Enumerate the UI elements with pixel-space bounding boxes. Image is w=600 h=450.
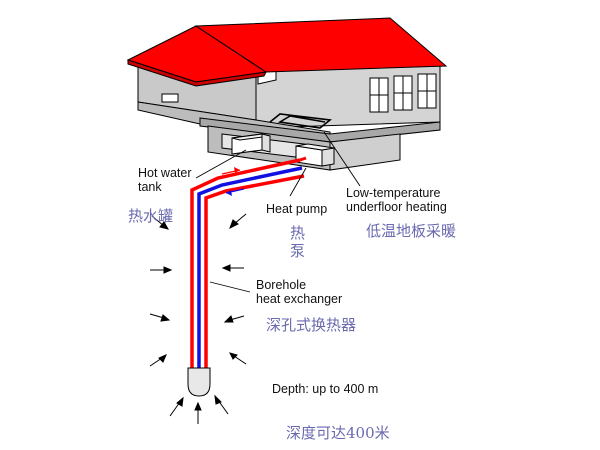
pipe-hot — [190, 158, 301, 372]
label-borehole: Borehole heat exchanger — [256, 278, 342, 306]
attic-box — [161, 93, 179, 103]
ground-heat-arrows — [149, 213, 247, 424]
borehole-bottom-cap — [187, 367, 211, 397]
pipe-cold — [197, 166, 303, 372]
label-zh-heat-pump-2: 泵 — [290, 242, 306, 260]
label-zh-heat-pump-1: 热 — [290, 224, 306, 242]
leader-lines — [195, 131, 361, 293]
label-underfloor-line2: underfloor heating — [346, 200, 447, 214]
borehole-pipes — [190, 156, 307, 372]
label-hot-water-tank: Hot water tank — [138, 166, 192, 194]
label-underfloor-line1: Low-temperature — [346, 186, 441, 200]
label-zh-underfloor: 低温地板采暖 — [366, 222, 457, 240]
label-underfloor-heating: Low-temperature underfloor heating — [346, 186, 447, 214]
pipe-hot-inner — [204, 174, 305, 372]
label-borehole-line2: heat exchanger — [256, 292, 343, 306]
label-hot-water-tank-line2: tank — [138, 180, 162, 194]
flow-arrows — [221, 167, 245, 196]
roof-right — [194, 17, 448, 73]
label-zh-hot-water-tank: 热水罐 — [128, 207, 174, 225]
house — [126, 17, 448, 171]
label-hot-water-tank-line1: Hot water — [138, 166, 192, 180]
label-zh-depth: 深度可达400米 — [286, 424, 390, 442]
label-zh-borehole: 深孔式换热器 — [266, 316, 357, 334]
underfloor-coil — [269, 113, 332, 129]
label-depth: Depth: up to 400 m — [272, 382, 379, 396]
label-borehole-line1: Borehole — [256, 278, 307, 292]
label-heat-pump: Heat pump — [266, 202, 328, 216]
